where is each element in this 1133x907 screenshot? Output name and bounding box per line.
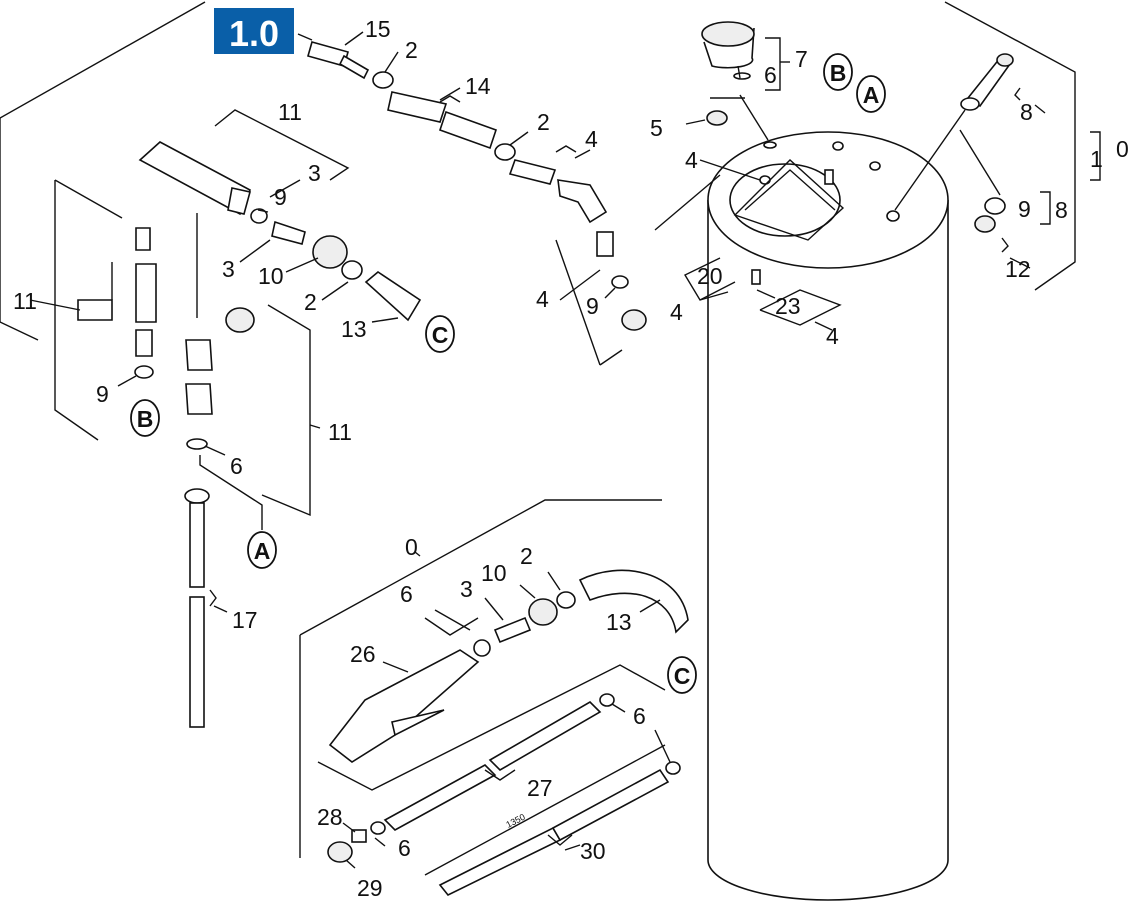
left-fitting-column xyxy=(54,179,157,441)
label-2-left: 2 xyxy=(304,289,317,315)
label-11-left: 11 xyxy=(13,288,37,314)
leader-lines xyxy=(29,31,1046,869)
label-3-left: 3 xyxy=(222,256,235,282)
label-12: 12 xyxy=(1005,256,1031,282)
label-6-lower: 6 xyxy=(400,581,413,607)
label-10-lower: 10 xyxy=(481,560,507,586)
label-4-bottom: 4 xyxy=(826,323,839,349)
label-3-top: 3 xyxy=(308,160,321,186)
badge-text: 1.0 xyxy=(229,13,279,54)
connector-b-left-letter: B xyxy=(137,406,154,432)
label-4-mid: 4 xyxy=(670,299,683,325)
connector-b-left: B xyxy=(130,399,160,437)
label-2-hose: 2 xyxy=(537,109,550,135)
label-0-lower: 0 xyxy=(405,534,418,560)
section-badge: 1.0 xyxy=(214,8,294,54)
label-9-top: 9 xyxy=(274,184,287,210)
label-6-right: 6 xyxy=(633,703,646,729)
label-1: 1 xyxy=(1090,146,1103,172)
connector-c-lower-letter: C xyxy=(674,663,691,689)
pressure-tank xyxy=(707,131,949,901)
lower-gun-assembly xyxy=(317,569,689,897)
connector-a-lower: A xyxy=(247,531,277,569)
label-27: 27 xyxy=(527,775,553,801)
label-20: 20 xyxy=(697,263,723,289)
middle-vertical-fittings xyxy=(184,213,311,728)
connector-c-upper-letter: C xyxy=(432,322,449,348)
label-3-lower: 3 xyxy=(460,576,473,602)
label-5: 5 xyxy=(650,115,663,141)
label-4-hose: 4 xyxy=(585,126,598,152)
pressure-gauge xyxy=(701,21,790,141)
label-28: 28 xyxy=(317,804,343,830)
label-8-right: 8 xyxy=(1055,197,1068,223)
label-9-mid: 9 xyxy=(586,293,599,319)
label-15: 15 xyxy=(365,16,391,42)
label-29: 29 xyxy=(357,875,383,901)
label-6-bottom: 6 xyxy=(398,835,411,861)
label-9-left: 9 xyxy=(96,381,109,407)
label-4-left: 4 xyxy=(536,286,549,312)
label-7: 7 xyxy=(795,46,808,72)
connector-a-tank-letter: A xyxy=(863,82,880,108)
label-13-lower: 13 xyxy=(606,609,632,635)
label-0-right: 0 xyxy=(1116,136,1129,162)
connector-a-lower-letter: A xyxy=(254,538,271,564)
connector-c-upper: C xyxy=(425,315,455,353)
label-9-right: 9 xyxy=(1018,196,1031,222)
label-26: 26 xyxy=(350,641,376,667)
label-2-top: 2 xyxy=(405,37,418,63)
label-10-top: 10 xyxy=(258,263,284,289)
right-valve xyxy=(894,53,1101,253)
top-hose-assembly xyxy=(297,33,647,366)
label-6-gauge: 6 xyxy=(764,62,777,88)
label-dimension-1350: 1350 xyxy=(504,812,526,830)
frame-lines xyxy=(0,1,1076,858)
label-8-top: 8 xyxy=(1020,99,1033,125)
label-14: 14 xyxy=(465,73,491,99)
label-11-top: 11 xyxy=(278,99,302,125)
part-labels: 15 2 14 2 4 11 3 9 3 10 2 13 11 9 11 6 1… xyxy=(13,16,1129,901)
connector-b-tank: B xyxy=(823,53,853,91)
label-6-mid: 6 xyxy=(230,453,243,479)
label-2-lower: 2 xyxy=(520,543,533,569)
label-4-tank: 4 xyxy=(685,147,698,173)
left-upper-assembly xyxy=(138,109,422,322)
connector-a-tank: A xyxy=(856,75,886,113)
label-13-top: 13 xyxy=(341,316,367,342)
label-23: 23 xyxy=(775,293,801,319)
label-30: 30 xyxy=(580,838,606,864)
connector-c-lower: C xyxy=(667,656,697,694)
label-17: 17 xyxy=(232,607,258,633)
label-11-mid: 11 xyxy=(328,419,352,445)
connector-b-tank-letter: B xyxy=(830,60,847,86)
